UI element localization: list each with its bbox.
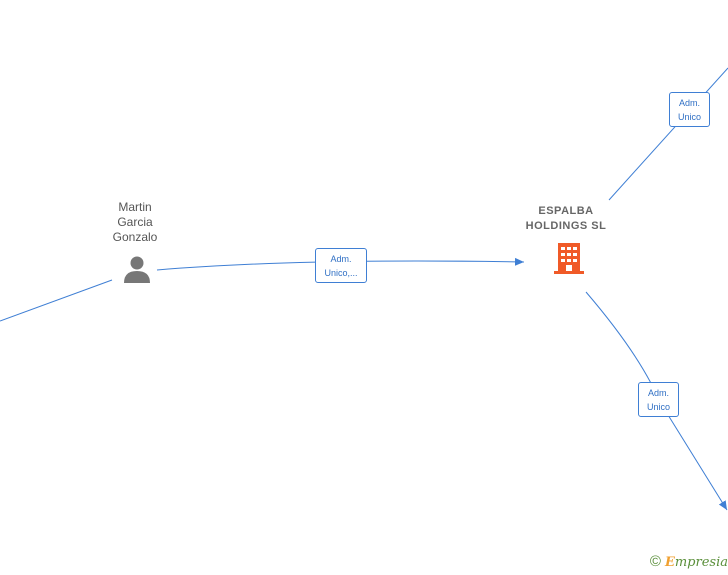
company-name-line1: ESPALBA — [538, 205, 594, 217]
edge-label-line1: Adm. — [678, 98, 700, 108]
copyright-symbol: © — [649, 553, 661, 570]
edge-label-company-bottom-right[interactable]: Adm. Unico — [638, 382, 679, 417]
building-icon[interactable] — [552, 241, 586, 275]
person-name-line3: Gonzalo — [112, 230, 158, 244]
empresia-logo: ©Empresia — [650, 553, 728, 570]
person-icon[interactable] — [122, 254, 152, 284]
company-name-line2: HOLDINGS SL — [525, 220, 607, 232]
edge-label-line1: Adm. — [647, 388, 669, 398]
logo-initial: E — [664, 555, 675, 570]
edge-label-person-company[interactable]: Adm. Unico,... — [315, 248, 367, 283]
person-name-line2: Garcia — [117, 215, 153, 229]
logo-text: mpresia — [674, 555, 728, 570]
edge-left-to-person — [0, 279, 113, 322]
person-name-label[interactable]: Martin Garcia Gonzalo — [95, 200, 175, 245]
edge-label-line2: Unico,... — [324, 268, 358, 278]
edge-label-line1: Adm. — [330, 254, 352, 264]
company-name-label[interactable]: ESPALBA HOLDINGS SL — [506, 204, 626, 234]
edge-label-line2: Unico — [646, 402, 670, 412]
edge-label-company-top-right[interactable]: Adm. Unico — [669, 92, 710, 127]
edge-label-line2: Unico — [677, 112, 701, 122]
edge-company-to-top-right — [608, 67, 728, 201]
person-name-line1: Martin — [118, 200, 152, 214]
